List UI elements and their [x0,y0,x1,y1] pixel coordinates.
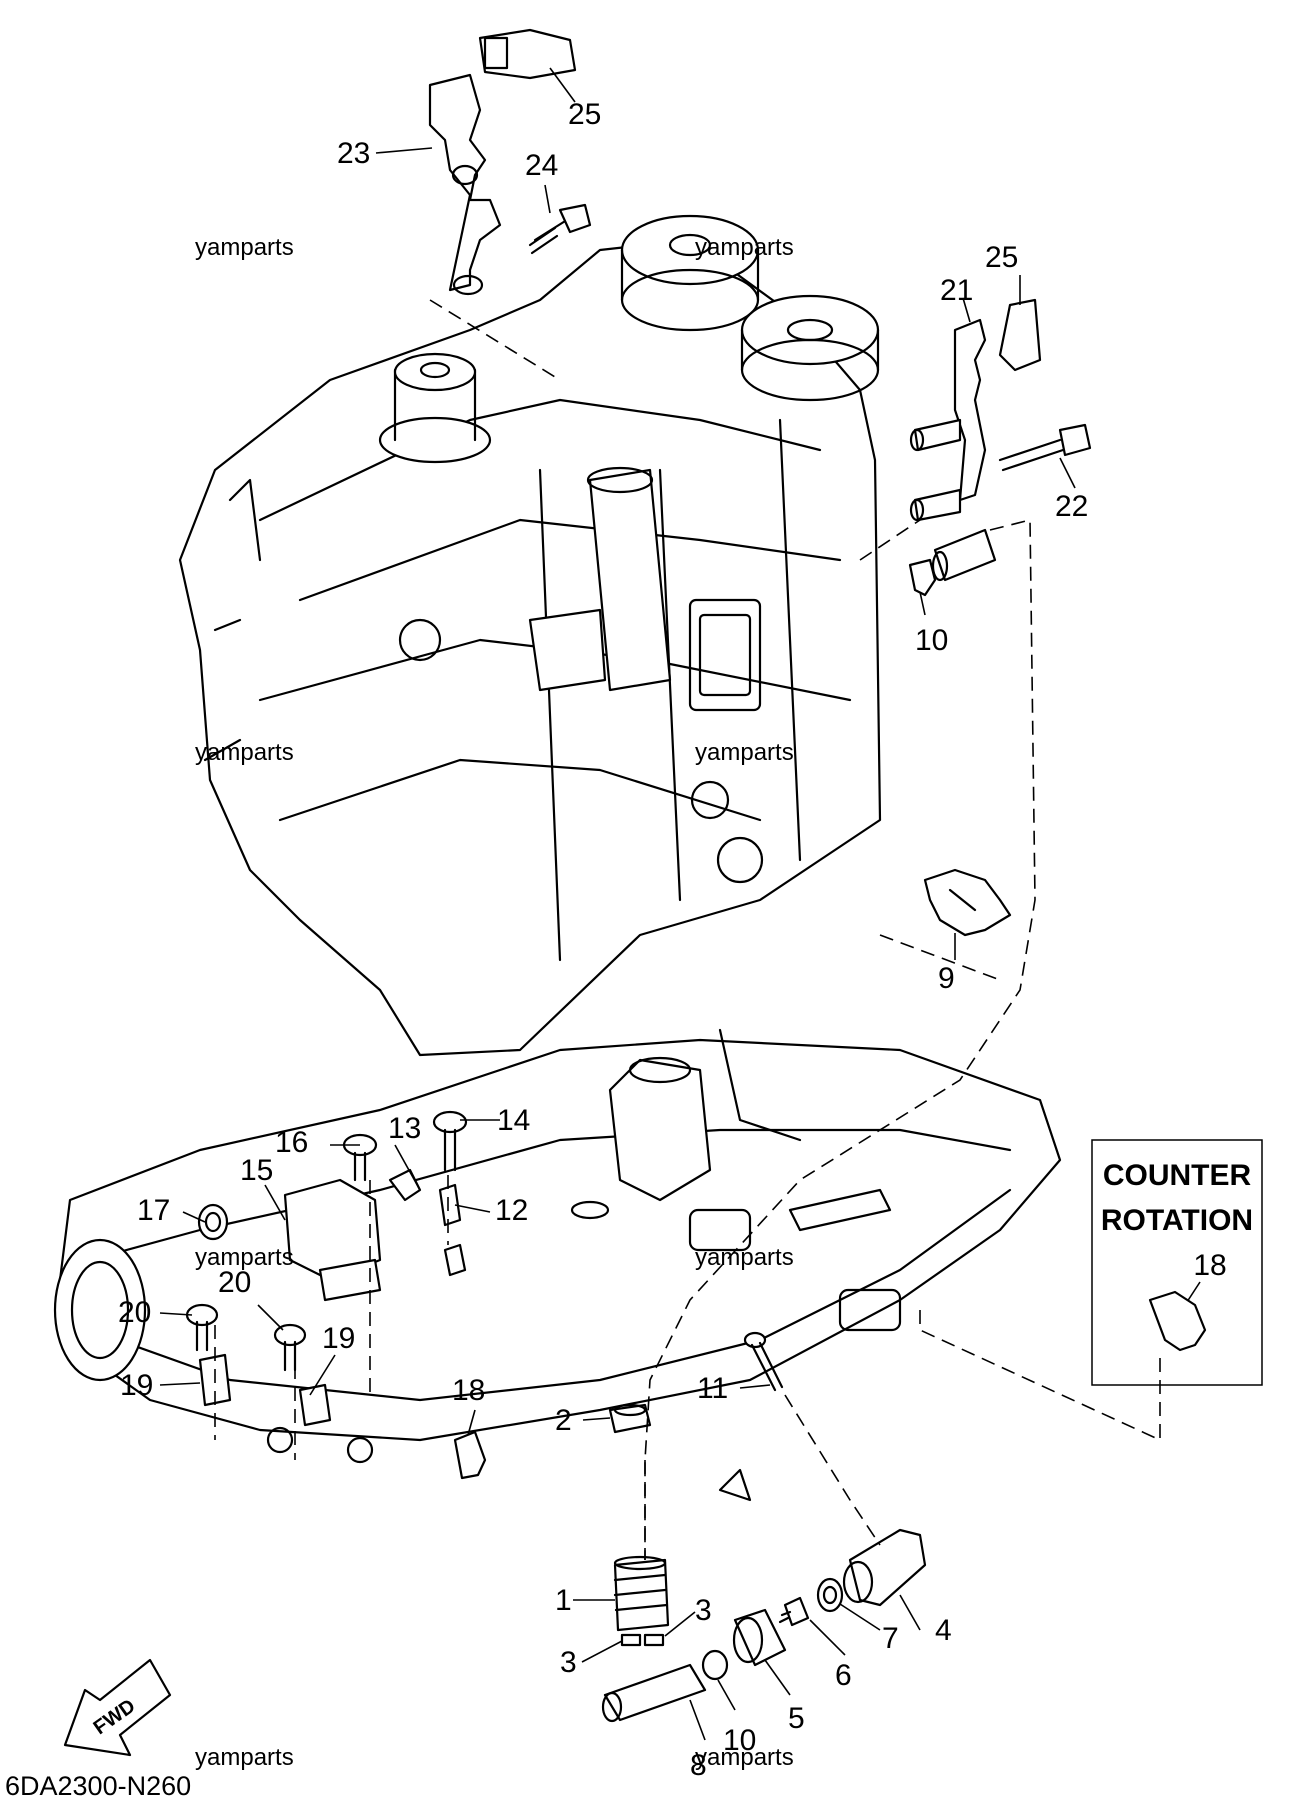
callout-13: 13 [388,1112,421,1145]
callout-19-right: 19 [322,1322,355,1355]
callout-5: 5 [788,1702,805,1735]
callout-20-right: 20 [218,1266,251,1299]
callout-22: 22 [1055,490,1088,523]
watermark: yamparts [195,739,294,766]
part-6-fitting [778,1596,810,1627]
callout-23: 23 [337,137,370,170]
part-23-bracket [428,73,502,296]
callout-10-upper: 10 [915,624,948,657]
callout-11: 11 [697,1372,728,1405]
callout-9: 9 [938,962,955,995]
watermark: yamparts [195,234,294,261]
part-10-clip-upper [908,558,937,597]
box-callout-18: 18 [1193,1249,1226,1282]
engine-block [178,214,882,1057]
part-15-bracket [283,1178,382,1302]
part-22-bolt [998,423,1092,472]
part-12-strap [438,1183,467,1277]
callout-17: 17 [137,1194,170,1227]
callout-1: 1 [555,1584,572,1617]
part-18-clip-center [453,1430,487,1480]
diagram-code: 6DA2300-N260 [5,1771,191,1801]
callout-16: 16 [275,1126,308,1159]
watermark: yamparts [695,1244,794,1271]
callout-10-lower: 10 [723,1724,756,1757]
callout-19-left: 19 [120,1369,153,1402]
fwd-arrow: FWD [63,1658,172,1757]
part-14-bolt [432,1110,468,1172]
part-21-bracket [909,318,987,522]
box-line2: ROTATION [1101,1204,1253,1237]
watermark: yamparts [695,1744,794,1771]
callout-24: 24 [525,149,558,182]
callout-6: 6 [835,1659,852,1692]
callout-2: 2 [555,1404,572,1437]
part-8-hose [601,1663,707,1723]
callout-25-top: 25 [568,98,601,131]
callout-8: 8 [690,1749,707,1782]
part-3-bands [620,1633,665,1647]
callout-25-right: 25 [985,241,1018,274]
watermark: yamparts [195,1244,294,1271]
part-7-washer [816,1577,844,1613]
callout-4: 4 [935,1614,952,1647]
counter-rotation-box: COUNTER ROTATION 18 [1091,1139,1263,1386]
watermark: yamparts [195,1744,294,1771]
part-1-grommet [613,1555,670,1632]
part-hose [931,528,997,582]
box-line1: COUNTER [1103,1159,1252,1192]
watermark: yamparts [695,234,794,261]
part-5-knurled-nut [732,1608,787,1667]
callout-18: 18 [452,1374,485,1407]
part-25-cap-top [478,28,577,80]
part-11-screw [743,1331,784,1392]
part-9-clamp [923,868,1012,937]
part-4-nozzle [842,1528,927,1607]
callout-3-left: 3 [560,1646,577,1679]
callout-12: 12 [495,1194,528,1227]
part-17-clip [197,1203,229,1241]
part-2-nut [608,1403,652,1434]
callout-15: 15 [240,1154,273,1187]
watermarks: yamparts yamparts yamparts yamparts yamp… [195,234,794,1771]
watermark: yamparts [695,739,794,766]
leader-lines [159,67,1161,1741]
part-20-bolt-left [185,1303,219,1352]
part-25-cap-right [998,298,1042,372]
part-24-bolt [528,203,592,255]
part-18-clip-box [1148,1290,1207,1352]
bottom-cowling [53,1028,1062,1502]
callout-14: 14 [497,1104,530,1137]
callout-numbers: 25 23 24 21 25 22 10 9 14 13 12 16 15 17… [118,98,1088,1782]
part-19-clip-right [298,1383,332,1427]
part-10-nut-lower [701,1649,729,1681]
callout-21: 21 [940,274,973,307]
callout-7: 7 [882,1622,899,1655]
callout-20-left: 20 [118,1296,151,1329]
callout-3-right: 3 [695,1594,712,1627]
